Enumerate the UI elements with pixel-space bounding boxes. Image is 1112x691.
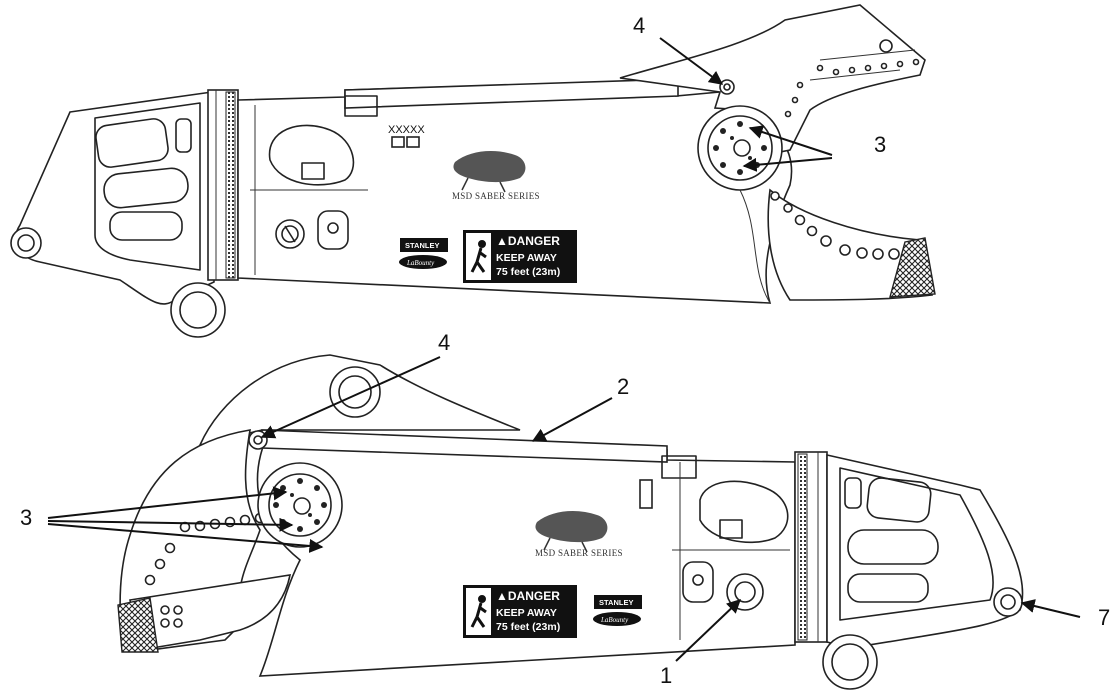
bottom-coupling-block	[682, 561, 714, 603]
top-bracket-slot-1	[95, 118, 169, 168]
callout-bottom-4: 4	[438, 330, 450, 355]
arrow-icon	[47, 523, 324, 553]
top-danger-sign: ▲DANGER KEEP AWAY 75 feet (23m)	[463, 230, 577, 283]
bottom-stanley-text: STANLEY	[599, 598, 633, 607]
cougar-logo-icon	[535, 510, 608, 553]
bottom-danger-title: ▲DANGER	[496, 589, 560, 603]
arrow-icon	[47, 486, 288, 519]
top-danger-line1: KEEP AWAY	[496, 252, 557, 264]
top-coupling-block	[317, 210, 349, 250]
bottom-stanley-badge	[594, 595, 642, 609]
top-danger-title: ▲DANGER	[496, 234, 560, 248]
top-rear-eye	[10, 227, 42, 259]
arrow-icon	[742, 157, 833, 172]
bottom-shear-view: MSD SABER SERIES ▲DANGER KEEP AWAY 75 fe…	[117, 354, 1024, 690]
bottom-pivot-hub	[257, 462, 343, 548]
top-upper-jaw	[619, 4, 926, 156]
danger-person-icon	[470, 240, 487, 273]
top-labounty-badge	[399, 255, 447, 269]
top-pivot-hub	[697, 105, 783, 191]
top-serial-text: XXXXX	[388, 124, 425, 136]
danger-person-icon	[470, 595, 487, 628]
bottom-lower-boss	[822, 634, 878, 690]
arrow-icon	[748, 125, 833, 156]
top-stanley-badge	[400, 238, 448, 252]
bottom-jaw-tip	[117, 597, 159, 653]
arrow-icon	[47, 517, 294, 532]
top-stanley-text: STANLEY	[405, 241, 439, 250]
bottom-danger-line2: 75 feet (23m)	[496, 621, 560, 633]
callout-bottom-1: 1	[660, 663, 672, 688]
top-jaw-holes	[784, 58, 920, 118]
bottom-bracket-slot-3	[847, 573, 929, 603]
cougar-logo-icon	[453, 150, 526, 193]
top-bracket-slot-2	[103, 167, 189, 209]
callout-bottom-7: 7	[1098, 605, 1110, 630]
top-jaw-bolt-row	[770, 191, 900, 260]
top-hydraulic-window	[268, 124, 355, 186]
bottom-labounty-text: LaBounty	[600, 616, 629, 624]
callout-top-4: 4	[633, 13, 645, 38]
top-bracket-slot-3	[109, 211, 183, 241]
bottom-danger-line1: KEEP AWAY	[496, 607, 557, 619]
bottom-bracket-slot-2	[847, 529, 939, 565]
arrow-icon	[659, 37, 724, 85]
top-grease-fitting	[719, 79, 735, 95]
arrow-icon	[675, 599, 742, 662]
bottom-bracket-slot-1	[866, 477, 932, 523]
bottom-series-name: MSD SABER SERIES	[535, 548, 623, 558]
top-series-name: MSD SABER SERIES	[452, 191, 540, 201]
top-lower-jaw	[767, 188, 933, 301]
top-shear-view: XXXXX MSD SABER SERIES STANLEY LaBounty …	[10, 4, 936, 338]
bottom-top-eye	[329, 366, 381, 418]
callout-top-3: 3	[874, 132, 886, 157]
bottom-danger-sign: ▲DANGER KEEP AWAY 75 feet (23m)	[463, 585, 577, 638]
callout-bottom-2: 2	[617, 374, 629, 399]
top-labounty-text: LaBounty	[406, 259, 435, 267]
bottom-rear-eye	[993, 587, 1023, 617]
bottom-labounty-badge	[593, 612, 641, 626]
arrow-icon	[1020, 599, 1081, 618]
bottom-grease-fitting	[248, 430, 268, 450]
bottom-lower-jaw	[129, 574, 292, 651]
top-danger-line2: 75 feet (23m)	[496, 266, 560, 278]
callout-bottom-3: 3	[20, 505, 32, 530]
arrow-icon	[260, 356, 441, 439]
arrow-icon	[531, 397, 613, 442]
bottom-main-body	[256, 429, 796, 677]
top-lower-boss	[170, 282, 226, 338]
bottom-swivel-port	[726, 573, 764, 611]
